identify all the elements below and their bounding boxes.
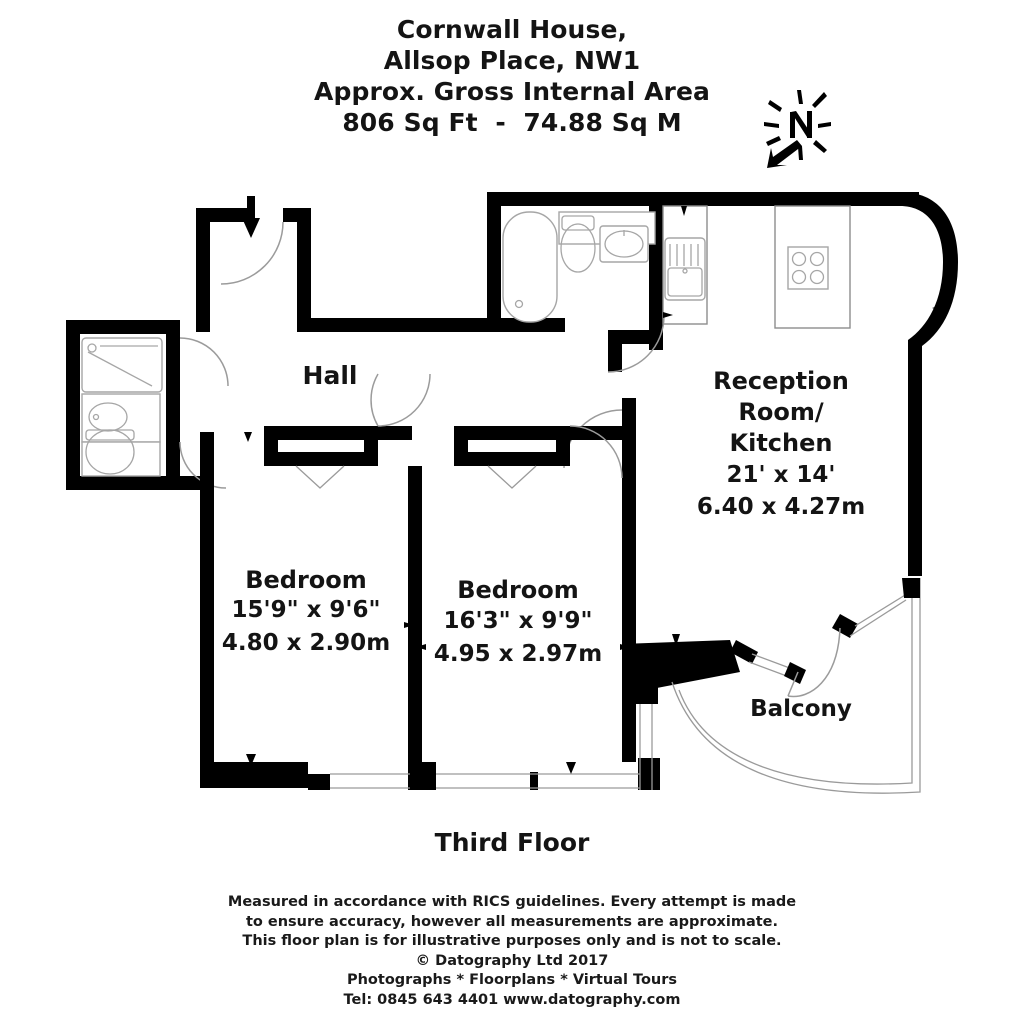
footer-contact: Tel: 0845 643 4401 www.datography.com	[343, 991, 681, 1008]
balcony-left-pier	[622, 644, 658, 704]
wall-bedroom-divider	[408, 466, 422, 774]
balcony-door-panel-2b	[849, 599, 907, 637]
balcony-door-stop-2	[784, 662, 806, 684]
wall-lobby-right	[297, 208, 311, 332]
hall-door-swing-centre	[370, 373, 379, 427]
wall-lobby-left	[196, 208, 210, 332]
balcony-door-stop-3	[832, 614, 858, 638]
wall-reception-south-stub	[622, 700, 636, 762]
wall-bedroom-top-left	[264, 426, 364, 440]
bath-tub-icon	[502, 211, 558, 323]
room-dim-bedroom-right-metric: 4.95 x 2.97m	[434, 641, 602, 667]
footer-services: Photographs * Floorplans * Virtual Tours	[346, 972, 678, 988]
property-name: Cornwall House,	[396, 15, 628, 44]
kitchen-dimension-markers	[663, 206, 942, 318]
kitchen-worktop-right	[774, 205, 851, 329]
balcony-structure	[622, 578, 921, 794]
wall-bottom-left-return	[200, 762, 308, 788]
wall-bedroom-top-right	[556, 426, 624, 440]
area-value: 806 Sq Ft - 74.88 Sq M	[342, 108, 682, 137]
window-bottom-right	[436, 773, 640, 789]
balcony-railing-inner	[678, 580, 913, 785]
entrance-door-arrow-icon	[242, 196, 260, 238]
balcony-railing-outer	[671, 578, 921, 794]
wall-wc-outer-left	[66, 320, 80, 490]
wc-door-swing-upper	[179, 337, 229, 387]
room-label-reception-line2: Room/	[738, 398, 823, 426]
balcony-door-swing	[787, 627, 841, 698]
wash-basin-main-icon	[599, 225, 649, 263]
wall-wc-outer-top	[66, 320, 180, 334]
balcony-door-stop-4	[902, 578, 920, 598]
room-label-hall: Hall	[303, 361, 358, 390]
wall-reception-door-jamb	[622, 398, 636, 416]
bedroom-left-door-swing	[377, 373, 431, 427]
wall-wc-outer-bottom	[66, 476, 200, 490]
wall-hall-top	[297, 318, 502, 332]
wall-bottom-small-pier	[530, 772, 538, 790]
window-bottom-left	[330, 773, 410, 789]
room-label-bedroom-right: Bedroom	[457, 576, 579, 604]
wall-bedroom-left-outer	[200, 432, 214, 762]
footer-copyright: © Datography Ltd 2017	[415, 952, 609, 969]
room-label-reception-line3: Kitchen	[730, 429, 833, 457]
title-block: Cornwall House, Allsop Place, NW1 Approx…	[0, 14, 1024, 138]
wall-wc-right-lower	[166, 442, 180, 476]
wall-wc-right	[166, 396, 180, 442]
wc-door-swing-lower	[179, 441, 227, 489]
wall-wc-divider	[166, 334, 180, 396]
wall-bathroom-left	[487, 192, 501, 330]
entrance-door-swing	[220, 221, 284, 285]
room-dim-bedroom-left-imperial: 15'9" x 9'6"	[232, 597, 381, 623]
area-caption: Approx. Gross Internal Area	[314, 77, 710, 106]
room-label-balcony: Balcony	[750, 696, 852, 722]
balcony-door-stop-1	[730, 640, 758, 664]
room-dim-reception-imperial: 21' x 14'	[727, 462, 836, 488]
wall-hall-lower-right	[454, 426, 568, 440]
bedroom-right-door-swing	[569, 425, 623, 479]
wall-bottom-mid-pier	[408, 762, 436, 790]
wardrobe-left-door-indicator	[295, 465, 345, 489]
wall-bathroom-right	[649, 192, 663, 314]
room-label-bedroom-left: Bedroom	[245, 566, 367, 594]
wall-top-reception	[487, 192, 919, 206]
wall-nib-reception-entry-vert	[608, 330, 622, 372]
wall-bottom-left-stub	[308, 774, 330, 790]
wall-wardrobe-left-back	[264, 452, 364, 466]
wall-bathroom-bottom	[487, 318, 565, 332]
room-dim-reception-metric: 6.40 x 4.27m	[697, 494, 865, 520]
bathroom-door-swing	[607, 315, 665, 373]
room-dim-bedroom-right-imperial: 16'3" x 9'9"	[444, 608, 593, 634]
balcony-door-panel-2	[854, 591, 911, 627]
north-arrow-icon	[764, 90, 831, 168]
wardrobe-right-door-indicator	[487, 465, 537, 489]
room-label-reception-line1: Reception	[713, 367, 849, 395]
balcony-door-leaf	[787, 671, 799, 697]
wall-bottom-right-pier	[638, 758, 660, 790]
room-dim-bedroom-left-metric: 4.80 x 2.90m	[222, 630, 390, 656]
wall-hall-lower-left	[364, 426, 412, 440]
property-address: Allsop Place, NW1	[383, 46, 641, 75]
kitchen-sink-icon	[664, 237, 706, 301]
footer-line-3: This floor plan is for illustrative purp…	[242, 933, 782, 949]
toilet-ensuite-icon	[81, 429, 161, 477]
wash-basin-ensuite-icon	[81, 393, 161, 443]
footer-line-2: to ensure accuracy, however all measurem…	[245, 913, 779, 930]
footer-disclaimer: Measured in accordance with RICS guideli…	[0, 893, 1024, 1010]
window-reception-south	[639, 690, 653, 790]
footer-line-1: Measured in accordance with RICS guideli…	[227, 894, 797, 910]
wall-wardrobe-right-back	[454, 452, 570, 466]
floor-label: Third Floor	[434, 828, 590, 857]
cooker-hob-icon	[787, 246, 829, 290]
shower-tray-icon	[81, 337, 163, 393]
wall-curved-bay	[900, 192, 958, 576]
